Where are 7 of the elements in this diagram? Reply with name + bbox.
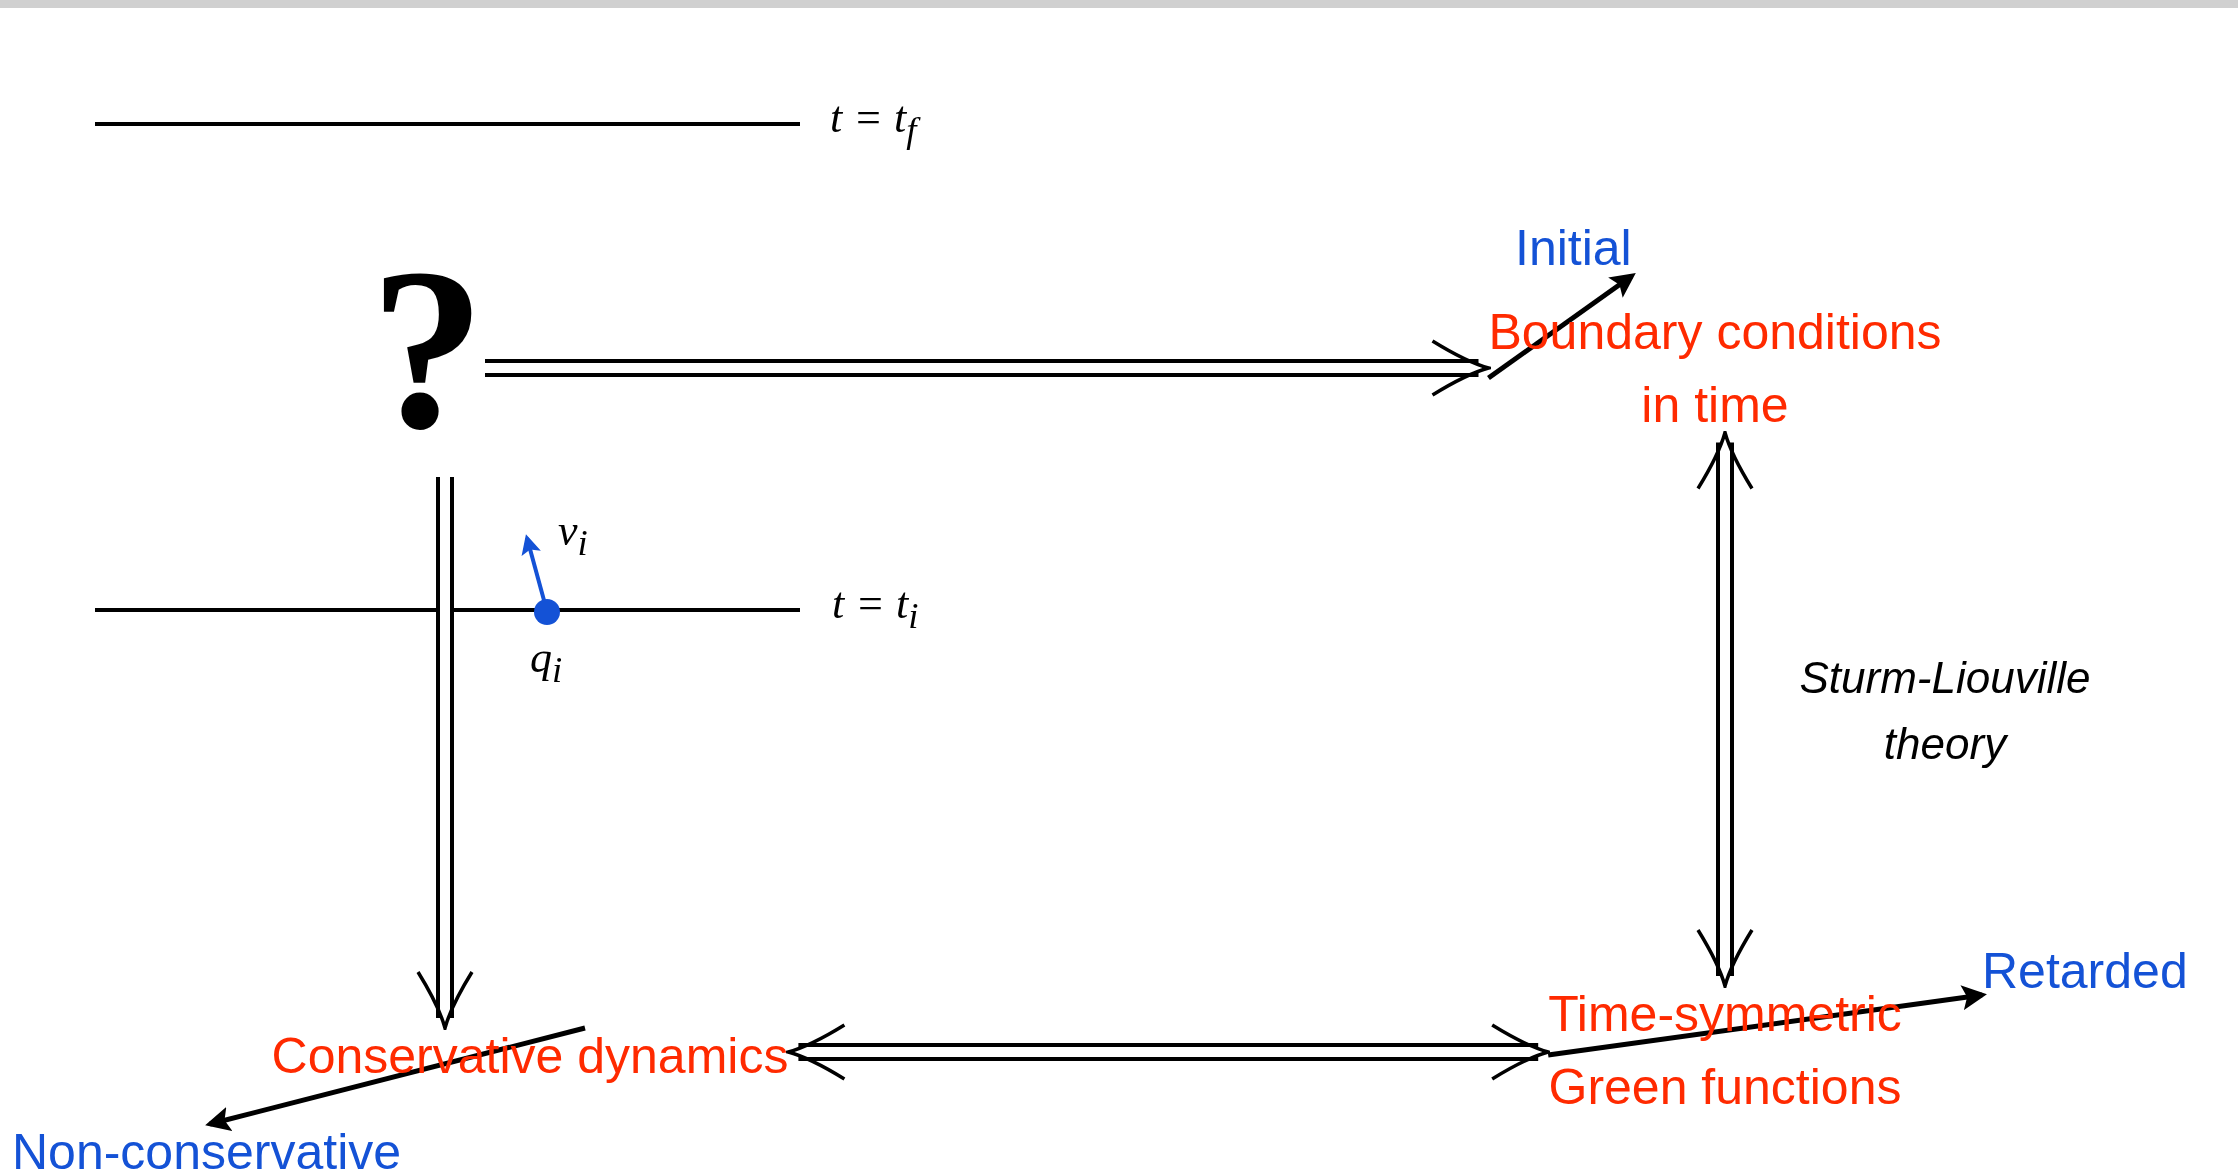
replacement-word: Retarded	[1982, 935, 2232, 1008]
question-mark: ?	[370, 222, 485, 477]
position-label: q$_{i}$	[530, 632, 563, 692]
velocity-label: v$_{i}$	[558, 505, 588, 565]
time-label: t = t$_{i}$	[832, 578, 919, 638]
replacement-word: Non-conservative	[12, 1116, 492, 1176]
replacement-word: Initial	[1515, 212, 1745, 310]
